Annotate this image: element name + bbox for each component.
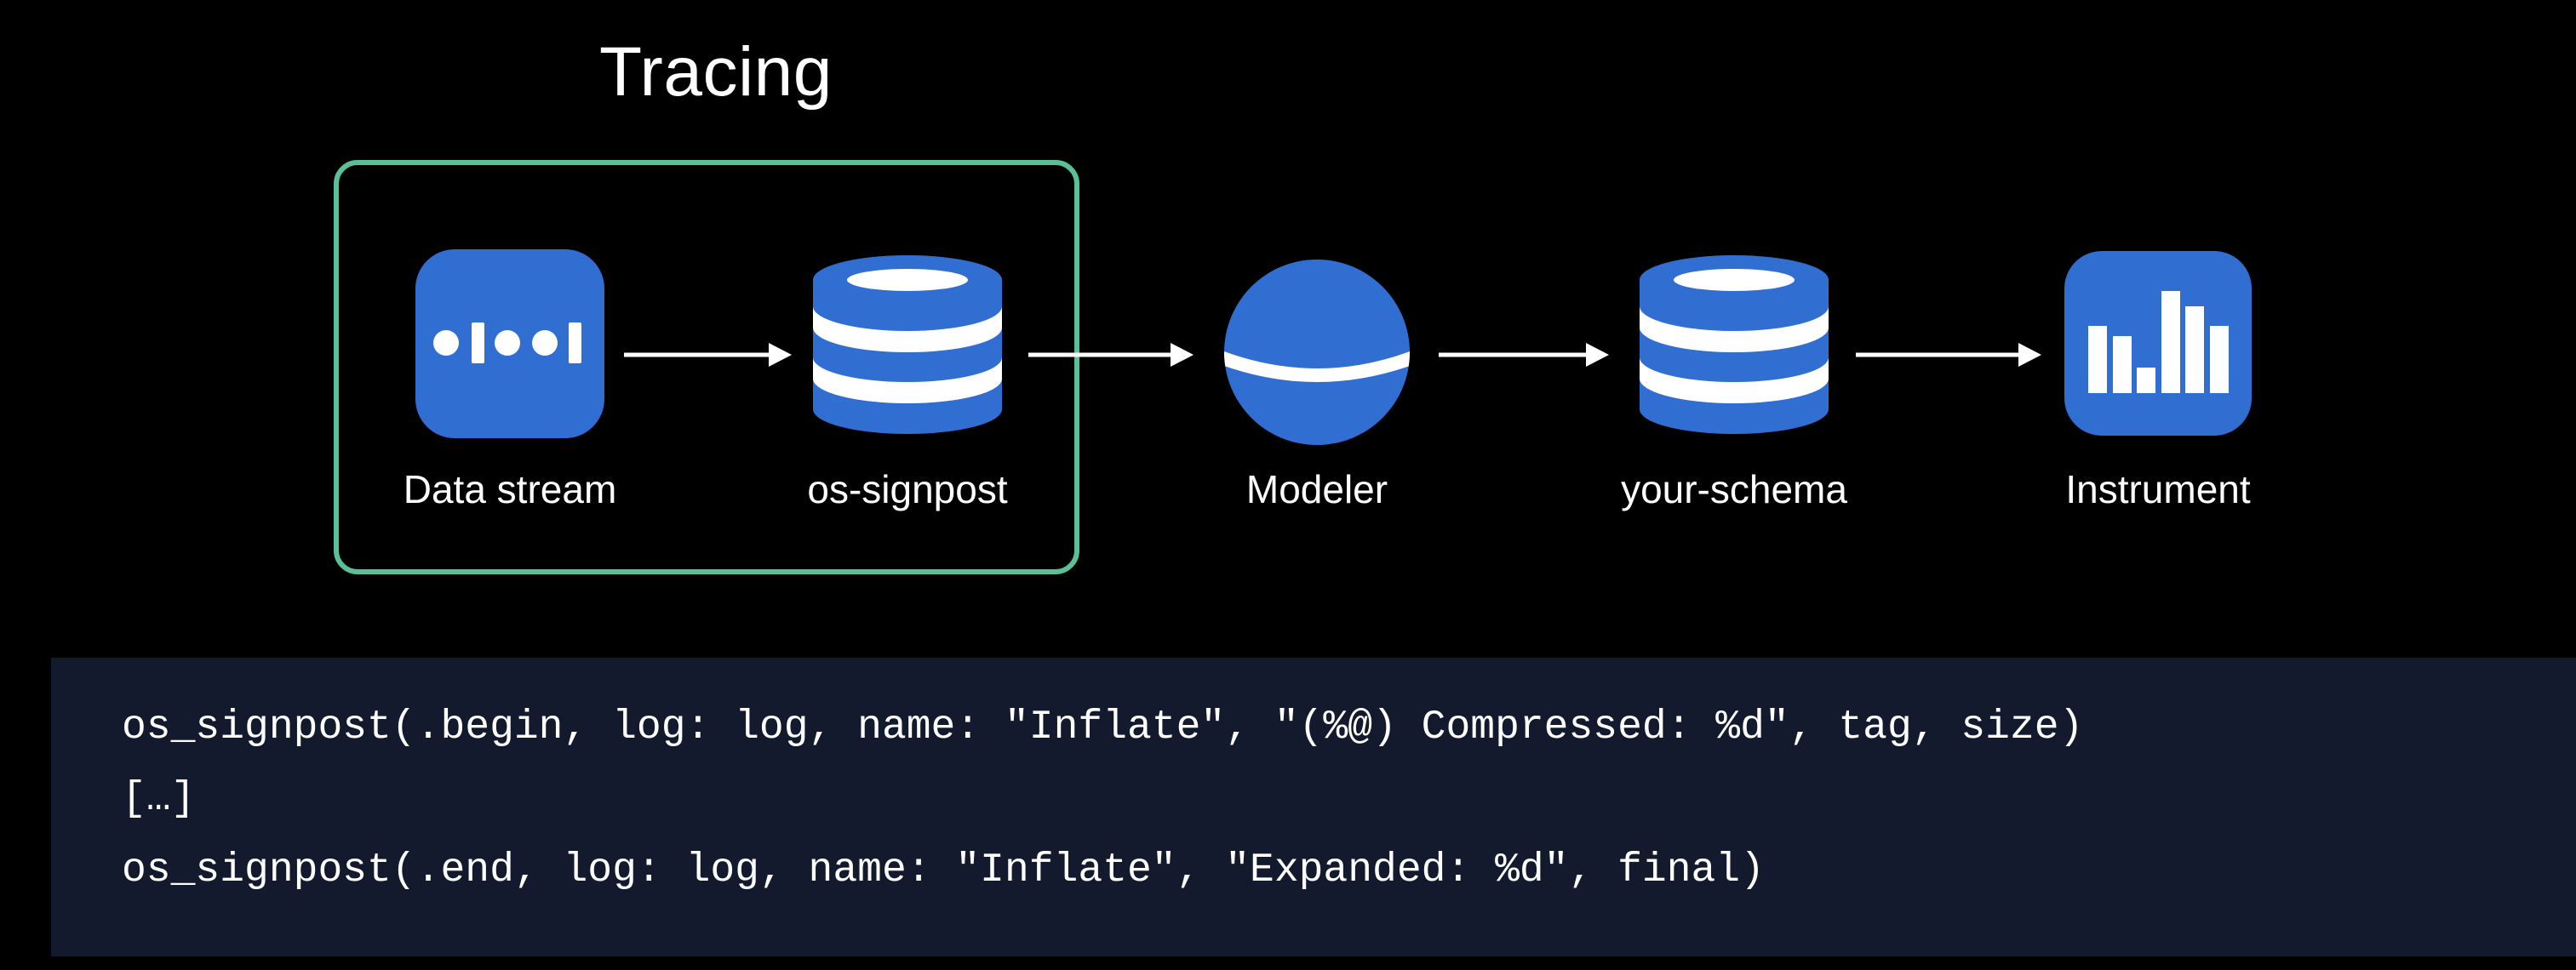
database-icon (813, 255, 1002, 434)
data-stream-icon (415, 249, 604, 438)
slide-title: Tracing (599, 33, 833, 111)
node-label-your-schema: your-schema (1621, 467, 1847, 511)
arrow-icon (1856, 343, 2041, 367)
node-label-data-stream: Data stream (403, 467, 617, 511)
code-line-3: os_signpost(.end, log: log, name: "Infla… (122, 847, 1765, 893)
code-line-1: os_signpost(.begin, log: log, name: "Inf… (122, 705, 2084, 750)
database-icon (1640, 255, 1829, 434)
code-line-2: […] (122, 776, 196, 822)
code-block: os_signpost(.begin, log: log, name: "Inf… (51, 658, 2576, 956)
arrow-icon (624, 343, 792, 367)
arrow-icon (1028, 343, 1194, 367)
node-label-os-signpost: os-signpost (807, 467, 1008, 511)
node-label-instrument: Instrument (2065, 467, 2251, 511)
node-label-modeler: Modeler (1245, 467, 1388, 511)
tracing-highlight-box (334, 160, 1079, 574)
arrow-icon (1439, 343, 1609, 367)
bar-chart-icon (2064, 251, 2252, 436)
sphere-icon (1224, 260, 1410, 445)
